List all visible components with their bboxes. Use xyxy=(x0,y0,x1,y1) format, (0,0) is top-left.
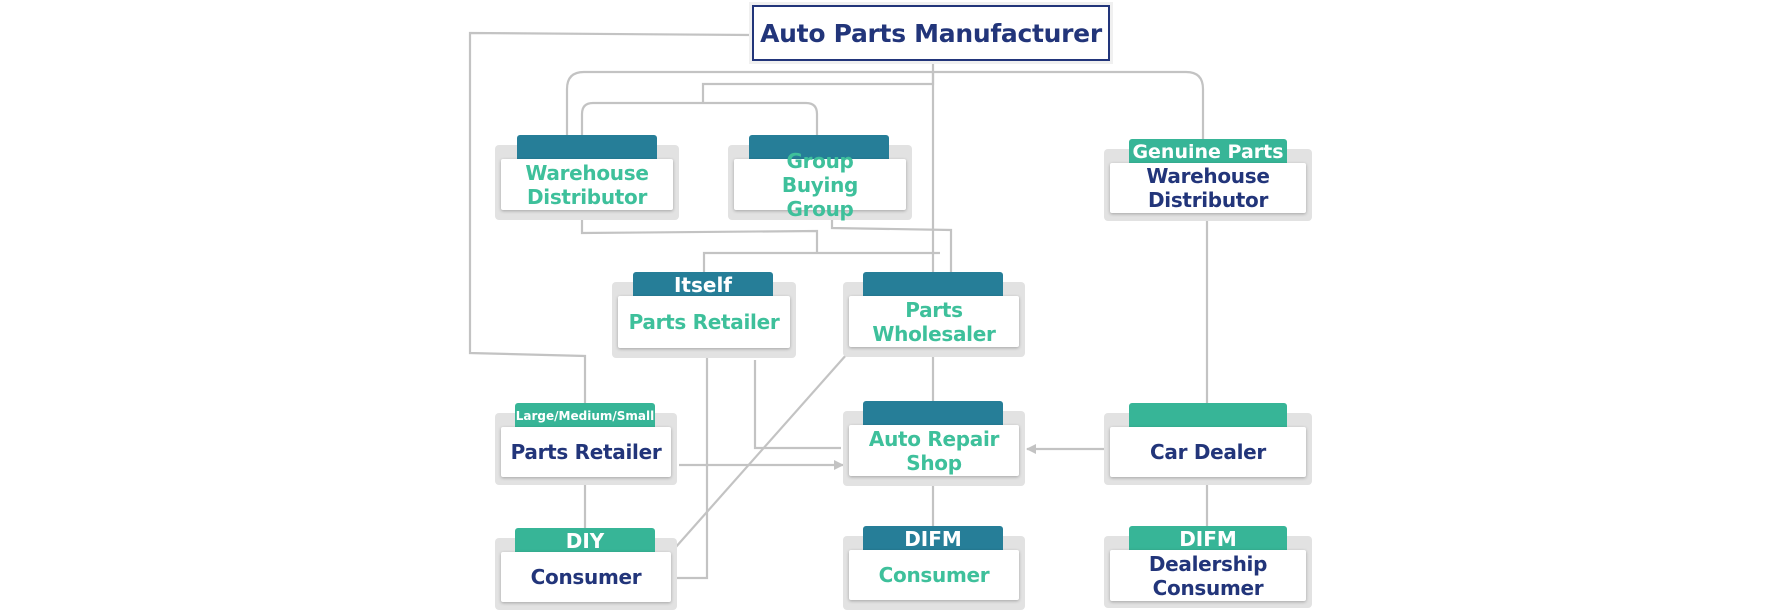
auto-repair-shop-label: Auto Repair Shop xyxy=(868,426,1000,475)
group-buying-group-card: Group Buying Group xyxy=(734,149,906,221)
lms-parts-retailer-label: Parts Retailer xyxy=(510,440,662,464)
difm-consumer-node: DIFM Consumer xyxy=(843,526,1025,610)
group-buying-group-label: Group Buying Group xyxy=(781,148,859,221)
parts-wholesaler-card: Parts Wholesaler xyxy=(849,296,1019,347)
genuine-parts-tab: Genuine Parts xyxy=(1129,139,1287,165)
difm-dealership-tab: DIFM xyxy=(1129,526,1287,552)
large-medium-small-tab: Large/Medium/Small xyxy=(515,403,655,429)
difm-dealership-consumer-node: DIFM Dealership Consumer xyxy=(1104,526,1312,608)
difm-dealership-consumer-label: Dealership Consumer xyxy=(1148,551,1268,600)
itself-parts-retailer-node: Itself Parts Retailer xyxy=(612,272,796,358)
parts-wholesaler-node: Parts Wholesaler xyxy=(843,272,1025,357)
genuine-parts-warehouse-card: Warehouse Distributor xyxy=(1110,163,1306,213)
difm-tab: DIFM xyxy=(863,526,1003,552)
car-dealer-tab xyxy=(1129,403,1287,429)
auto-repair-shop-tab xyxy=(863,401,1003,427)
car-dealer-node: Car Dealer xyxy=(1104,403,1312,485)
diy-tab: DIY xyxy=(515,528,655,554)
warehouse-distributor-node: Warehouse Distributor xyxy=(495,135,679,220)
group-buying-group-tab xyxy=(749,135,889,161)
warehouse-distributor-label: Warehouse Distributor xyxy=(525,160,649,209)
genuine-parts-warehouse-label: Warehouse Distributor xyxy=(1146,164,1270,212)
difm-consumer-card: Consumer xyxy=(849,550,1019,600)
auto-repair-shop-node: Auto Repair Shop xyxy=(843,401,1025,486)
parts-wholesaler-tab xyxy=(863,272,1003,298)
manufacturer-label: Auto Parts Manufacturer xyxy=(760,18,1102,48)
auto-repair-shop-card: Auto Repair Shop xyxy=(849,425,1019,476)
difm-dealership-consumer-card: Dealership Consumer xyxy=(1110,550,1306,601)
car-dealer-label: Car Dealer xyxy=(1150,440,1266,464)
genuine-parts-warehouse-distributor-node: Genuine Parts Warehouse Distributor xyxy=(1104,139,1312,221)
diy-consumer-card: Consumer xyxy=(501,552,671,602)
itself-parts-retailer-card: Parts Retailer xyxy=(618,296,790,348)
itself-tab: Itself xyxy=(633,272,773,298)
itself-parts-retailer-label: Parts Retailer xyxy=(628,310,780,334)
difm-consumer-label: Consumer xyxy=(878,563,990,587)
warehouse-distributor-tab xyxy=(517,135,657,161)
group-buying-group-node: Group Buying Group xyxy=(728,135,912,221)
car-dealer-card: Car Dealer xyxy=(1110,427,1306,477)
warehouse-distributor-card: Warehouse Distributor xyxy=(501,159,673,210)
diy-consumer-node: DIY Consumer xyxy=(495,528,677,610)
diy-consumer-label: Consumer xyxy=(530,565,642,589)
lms-parts-retailer-node: Large/Medium/Small Parts Retailer xyxy=(495,403,677,485)
manufacturer-node: Auto Parts Manufacturer xyxy=(752,5,1110,61)
lms-parts-retailer-card: Parts Retailer xyxy=(501,427,671,477)
parts-wholesaler-label: Parts Wholesaler xyxy=(872,297,996,346)
